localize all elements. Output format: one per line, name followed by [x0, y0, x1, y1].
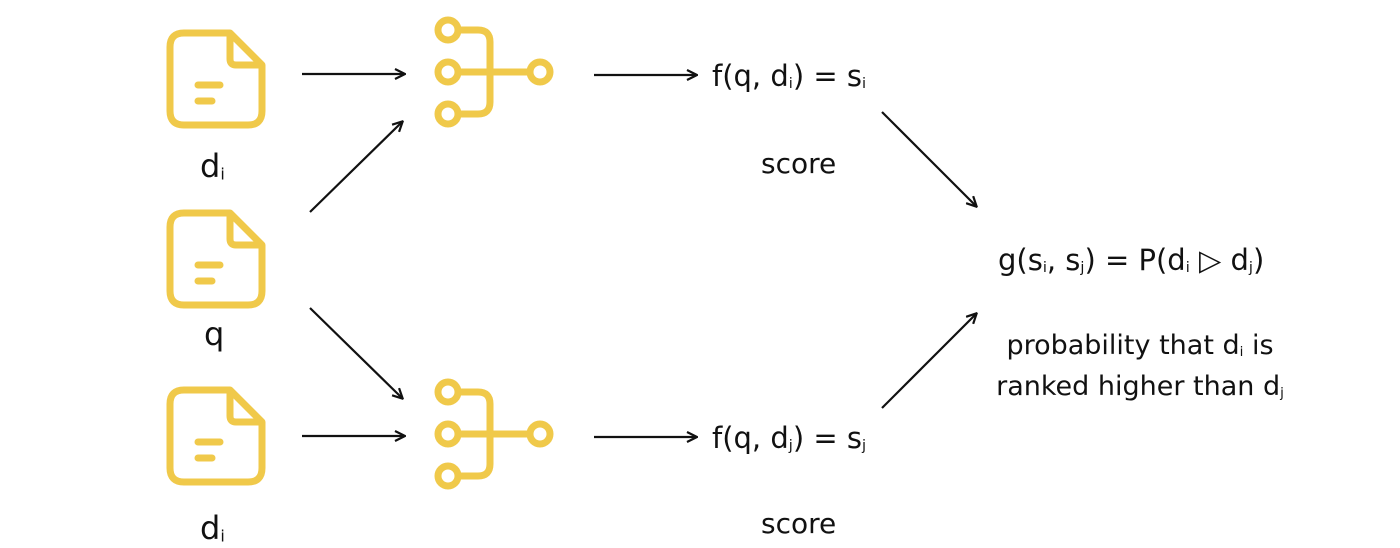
probability-note: probability that di is ranked higher tha… — [990, 326, 1290, 407]
arrow-query-to-model-top — [309, 122, 402, 213]
g-formula-mid3: ▷ d — [1189, 243, 1249, 277]
note-line1-sub: i — [1239, 344, 1244, 361]
probability-note-line1: probability that di is — [990, 326, 1290, 367]
note-line2-sub: j — [1280, 384, 1284, 401]
g-formula-mid1: , s — [1046, 243, 1081, 277]
formula-bottom-sub: j — [788, 438, 793, 455]
g-formula-prefix: g(s — [998, 243, 1043, 277]
arrow-score-top-to-g — [881, 111, 976, 206]
doc-label-top-text: d — [200, 147, 221, 185]
g-formula-sub1: i — [1042, 260, 1047, 277]
doc-label-top: di — [200, 150, 225, 182]
g-formula: g(si, sj) = P(di ▷ dj) — [998, 243, 1265, 277]
note-line1-prefix: probability that d — [1006, 330, 1240, 361]
formula-top-sub: i — [788, 76, 793, 93]
doc-label-bottom-sub: i — [220, 526, 225, 546]
formula-bottom-sub2: j — [861, 438, 867, 455]
note-line1-suffix: is — [1243, 330, 1274, 361]
g-formula-end: ) — [1252, 243, 1265, 277]
doc-label-bottom-text: d — [200, 509, 221, 547]
formula-top-mid: ) = s — [792, 59, 862, 93]
doc-label-top-sub: i — [220, 164, 225, 184]
merge-node-icon-bottom — [438, 382, 550, 486]
arrow-score-bottom-to-g — [881, 314, 976, 409]
doc-label-bottom: di — [200, 512, 225, 544]
score-label-top: score — [761, 147, 837, 180]
document-icon-query — [170, 213, 262, 305]
formula-top-sub2: i — [861, 76, 867, 93]
document-icon-top — [170, 33, 262, 125]
formula-bottom: f(q, dj) = sj — [712, 421, 867, 455]
score-label-bottom: score — [761, 507, 837, 540]
merge-node-icon-top — [438, 20, 550, 124]
formula-bottom-prefix: f(q, d — [712, 421, 789, 455]
g-formula-sub4: j — [1248, 260, 1253, 277]
probability-note-line2: ranked higher than dj — [990, 367, 1290, 408]
document-icon-bottom — [170, 390, 262, 482]
g-formula-sub3: i — [1185, 260, 1190, 277]
formula-bottom-mid: ) = s — [792, 421, 862, 455]
arrow-query-to-model-bottom — [309, 307, 402, 398]
formula-top-prefix: f(q, d — [712, 59, 789, 93]
g-formula-mid2: ) = P(d — [1084, 243, 1186, 277]
g-formula-sub2: j — [1080, 260, 1085, 277]
doc-label-query-text: q — [204, 315, 225, 353]
note-line2-prefix: ranked higher than d — [996, 370, 1281, 402]
formula-top: f(q, di) = si — [712, 59, 867, 93]
doc-label-query: q — [204, 318, 224, 350]
